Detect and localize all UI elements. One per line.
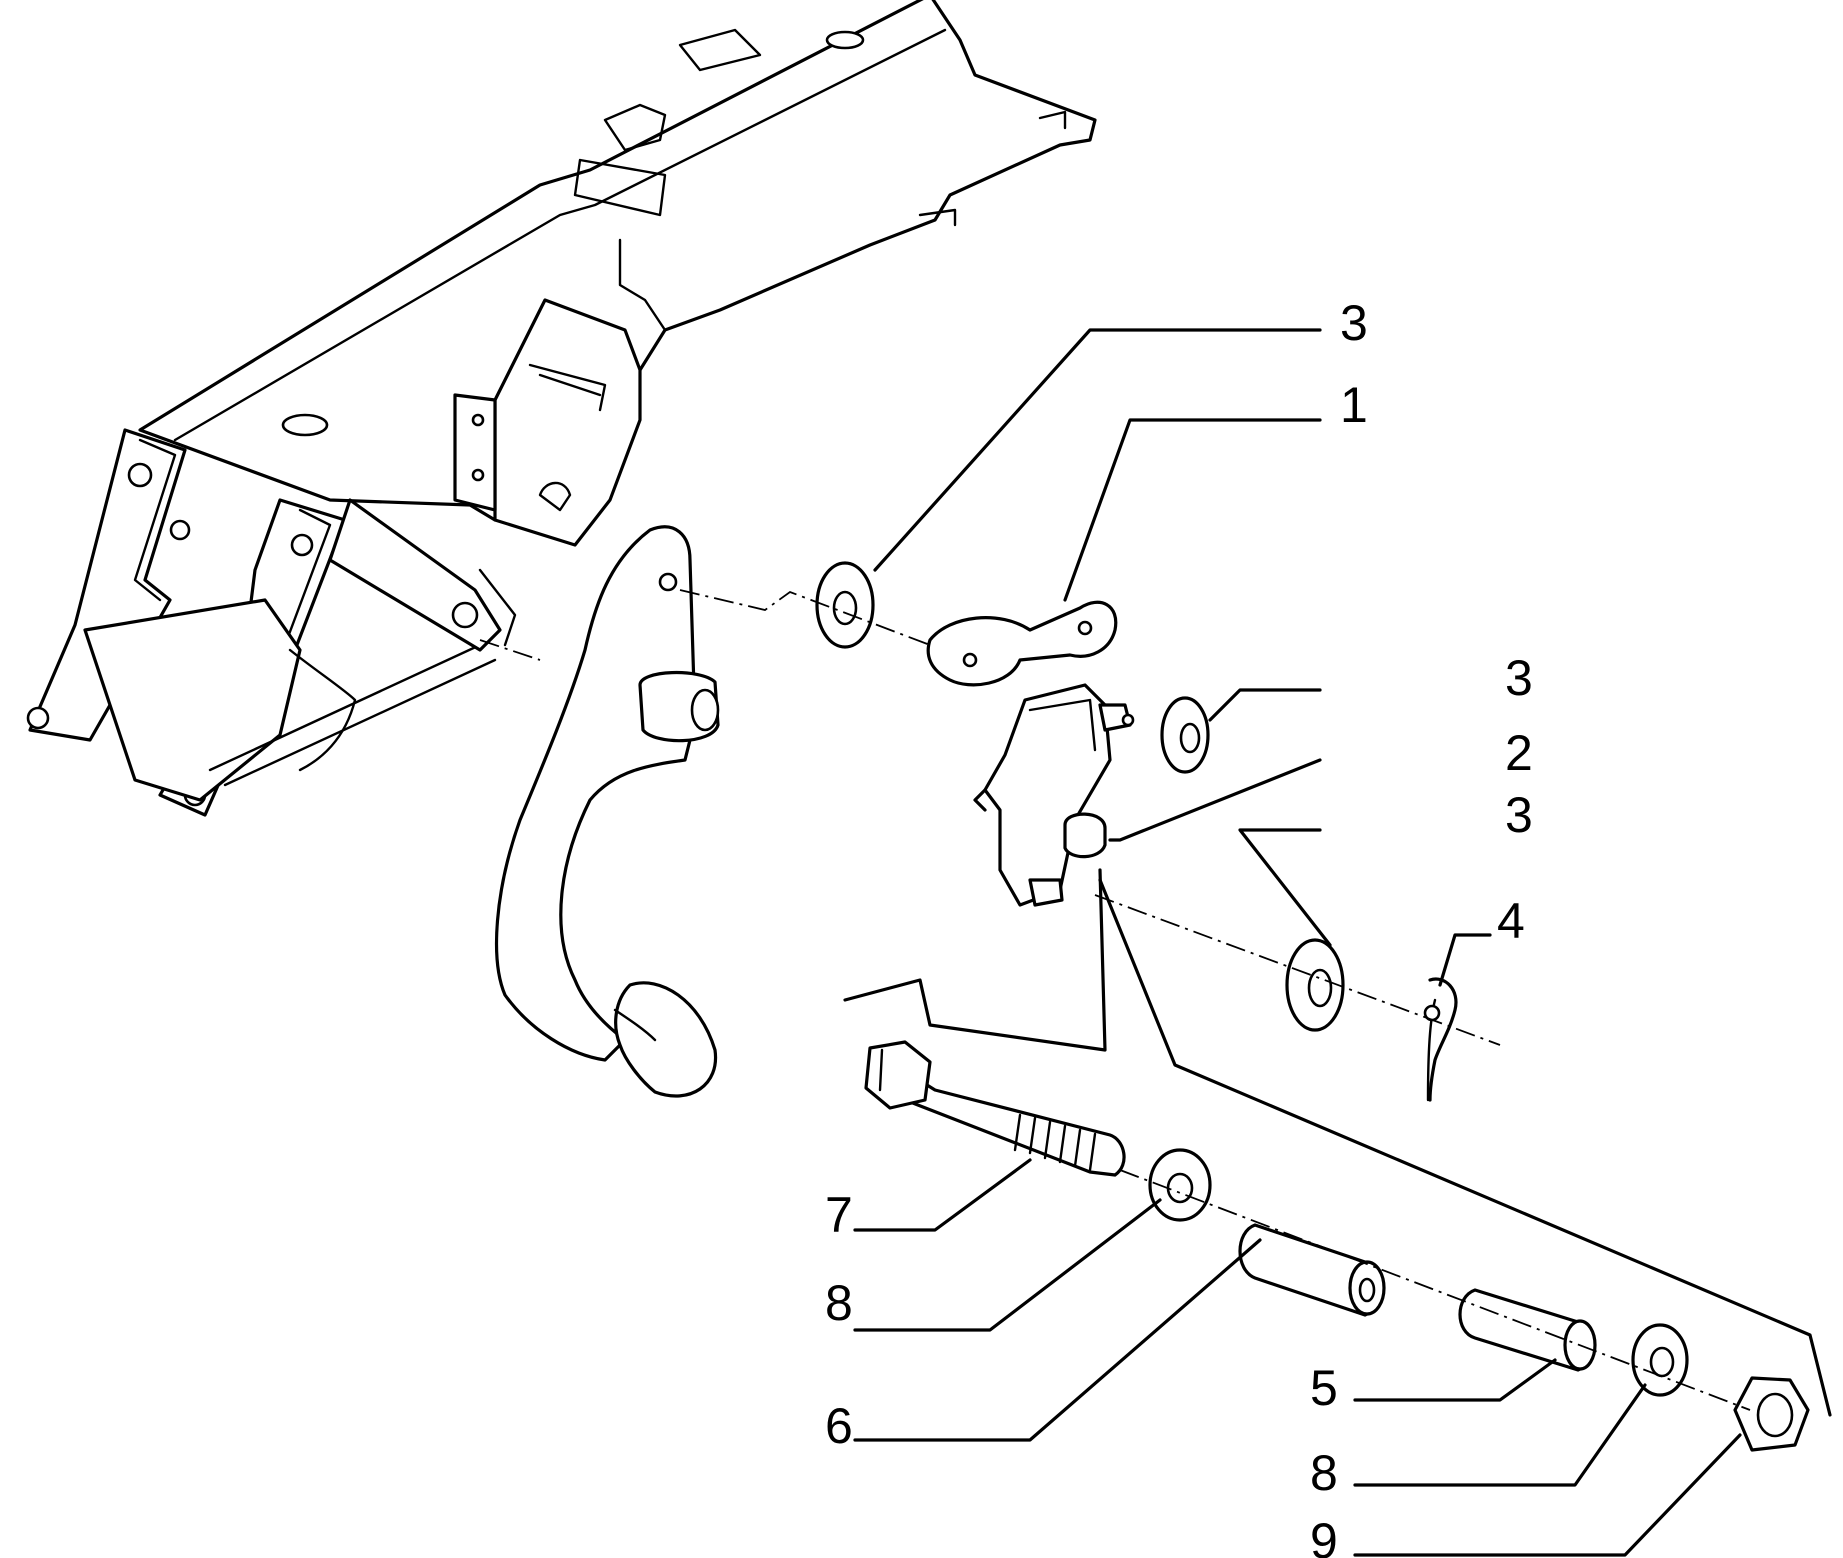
callout-3-upper-washer: 3 [1340, 295, 1368, 351]
middle-washer-3 [1160, 696, 1210, 774]
callout-4-split-pin: 4 [1497, 893, 1525, 949]
callout-6-bushing: 6 [825, 1398, 853, 1454]
nut-9 [1733, 1376, 1810, 1452]
callout-3-middle-washer: 3 [1505, 650, 1533, 706]
callout-3-lower-washer: 3 [1505, 787, 1533, 843]
lower-washer-3 [1285, 938, 1345, 1032]
callout-1-link-rod: 1 [1340, 377, 1368, 433]
leader-lines [843, 328, 1832, 1557]
split-pin-4 [1423, 977, 1458, 1102]
pedal-support-bracket [26, 0, 1097, 817]
washer-8b [1631, 1323, 1689, 1397]
bushing-5 [1458, 1288, 1597, 1372]
callout-8-washer-b: 8 [1310, 1445, 1338, 1501]
callout-2-pivot-bracket: 2 [1505, 725, 1533, 781]
link-rod-1 [926, 600, 1118, 687]
callout-5-bushing: 5 [1310, 1360, 1338, 1416]
callout-9-nut: 9 [1310, 1513, 1338, 1558]
assembly-axes [479, 589, 1751, 1411]
upper-washer-3 [815, 561, 875, 649]
pedal-lever [494, 525, 720, 1098]
callout-8-washer: 8 [825, 1275, 853, 1331]
bolt-7 [864, 1040, 1126, 1177]
bushing-6 [1238, 1223, 1386, 1317]
pivot-bracket-2 [973, 683, 1135, 907]
callout-7-bolt: 7 [825, 1187, 853, 1243]
